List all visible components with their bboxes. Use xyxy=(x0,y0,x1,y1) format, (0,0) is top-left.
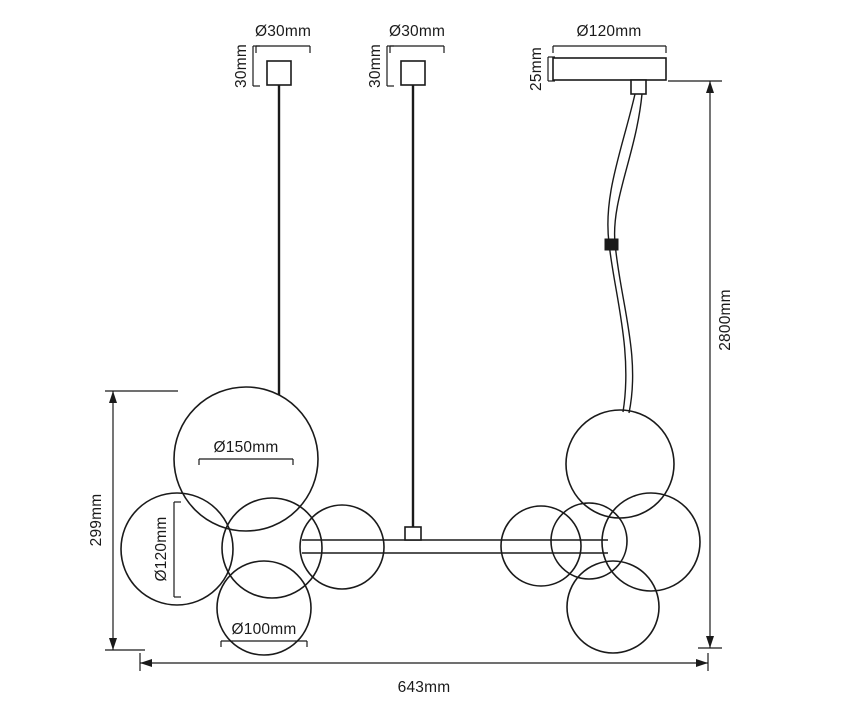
sphere-120 xyxy=(120,492,234,606)
sphere-mid xyxy=(550,502,628,580)
canopy-left: Ø30mm 30mm xyxy=(233,23,311,88)
canopy-middle: Ø30mm 30mm xyxy=(367,23,445,88)
arrow-right xyxy=(696,659,708,667)
cluster-height-label: 299mm xyxy=(88,494,105,547)
canopy-right-height-label: 25mm xyxy=(528,47,545,91)
cable-1 xyxy=(607,93,636,413)
bar-rod-connector xyxy=(404,526,422,541)
canopy-left-body xyxy=(266,60,292,86)
canopy-right-body xyxy=(552,57,667,81)
sphere-center xyxy=(221,497,323,599)
arrow-up xyxy=(706,81,714,93)
dimension-total-height: 2800mm xyxy=(668,80,734,649)
arrow-left xyxy=(140,659,152,667)
sphere-150 xyxy=(173,386,319,532)
sphere-large-label: Ø150mm xyxy=(214,439,279,456)
sphere-right xyxy=(299,504,385,590)
arrow-up xyxy=(109,391,117,403)
dimension-cluster-height: 299mm xyxy=(88,390,178,651)
canopy-right-diameter-label: Ø120mm xyxy=(577,23,642,40)
canopy-middle-body xyxy=(400,60,426,86)
cable-2 xyxy=(613,93,643,414)
sphere-bottom xyxy=(566,560,660,654)
sphere-cluster-right xyxy=(500,409,701,654)
arrow-down xyxy=(109,638,117,650)
canopy-right: Ø120mm 25mm xyxy=(528,23,667,95)
canopy-middle-diameter-label: Ø30mm xyxy=(389,23,445,40)
lamp-bar xyxy=(302,526,608,554)
cable-attachment xyxy=(630,79,647,95)
canopy-left-height-label: 30mm xyxy=(233,44,250,88)
sphere-cluster-left: Ø150mm Ø120mm Ø100mm xyxy=(120,386,385,656)
arrow-down xyxy=(706,636,714,648)
total-width-label: 643mm xyxy=(398,679,451,696)
suspension-cables-right xyxy=(604,93,643,414)
sphere-small-label: Ø100mm xyxy=(232,621,297,638)
sphere-left xyxy=(500,505,582,587)
cable-clip xyxy=(604,238,619,251)
canopy-middle-height-label: 30mm xyxy=(367,44,384,88)
canopy-left-diameter-label: Ø30mm xyxy=(255,23,311,40)
sphere-medium-label: Ø120mm xyxy=(153,517,170,582)
sphere-100 xyxy=(216,560,312,656)
sphere-right xyxy=(601,492,701,592)
sphere-top xyxy=(565,409,675,519)
dimension-total-width: 643mm xyxy=(139,653,709,696)
total-height-label: 2800mm xyxy=(717,289,734,351)
